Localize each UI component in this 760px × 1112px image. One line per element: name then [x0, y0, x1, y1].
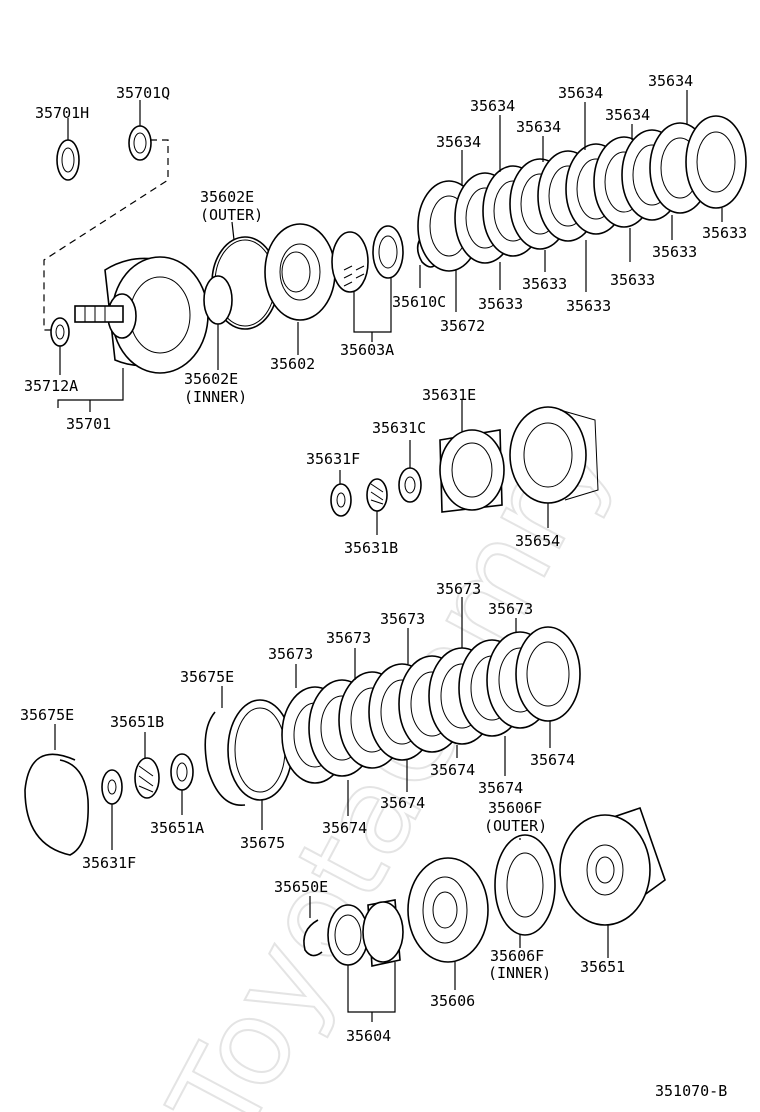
- part-35651B-bearing: [134, 757, 160, 799]
- label-35633-d: 35633: [610, 271, 655, 289]
- part-35602E-inner-ring: [203, 275, 233, 325]
- label-35651B: 35651B: [110, 713, 164, 731]
- part-35603A-spring-retainer: [331, 231, 369, 293]
- label-35606F-inner-note: (INNER): [488, 964, 551, 982]
- label-35633-c: 35633: [566, 297, 611, 315]
- part-35712A-bushing: [50, 317, 70, 347]
- label-35654: 35654: [515, 532, 560, 550]
- label-35602E-outer-note: (OUTER): [200, 206, 263, 224]
- part-35631E-hub: [439, 429, 505, 513]
- label-35650E: 35650E: [274, 878, 328, 896]
- label-35634-f: 35634: [648, 72, 693, 90]
- clutch-pack-top: [417, 115, 747, 272]
- part-35675E-snap-ring: [24, 753, 89, 856]
- label-35701Q: 35701Q: [116, 84, 170, 102]
- label-35606: 35606: [430, 992, 475, 1010]
- label-35634-c: 35634: [516, 118, 561, 136]
- label-35675E-a: 35675E: [20, 706, 74, 724]
- part-35651-drum: [559, 806, 666, 926]
- part-35651A-washer: [170, 753, 194, 791]
- part-35631C-washer: [398, 467, 422, 503]
- label-35634-a: 35634: [436, 133, 481, 151]
- label-35633-b: 35633: [522, 275, 567, 293]
- part-35650E-snap-ring: [303, 919, 323, 957]
- part-35631B-bearing: [366, 478, 388, 512]
- label-35674-b: 35674: [380, 794, 425, 812]
- part-35654-hub: [509, 406, 599, 504]
- label-35606F-outer: 35606F: [488, 799, 542, 817]
- label-35631E: 35631E: [422, 386, 476, 404]
- label-35603A: 35603A: [340, 341, 394, 359]
- part-35606-unit: [407, 857, 489, 963]
- label-35633-e: 35633: [652, 243, 697, 261]
- label-35631F-bottom: 35631F: [82, 854, 136, 872]
- label-35672: 35672: [440, 317, 485, 335]
- label-35674-d: 35674: [478, 779, 523, 797]
- label-35675E-b: 35675E: [180, 668, 234, 686]
- part-35631F-washer-top: [330, 483, 352, 517]
- label-35712A: 35712A: [24, 377, 78, 395]
- part-35675-plate: [227, 699, 293, 801]
- label-35634-b: 35634: [470, 97, 515, 115]
- label-35651: 35651: [580, 958, 625, 976]
- figure-code: 351070-B: [655, 1082, 727, 1100]
- label-35673-b: 35673: [488, 600, 533, 618]
- label-35673-a: 35673: [436, 580, 481, 598]
- label-35674-a: 35674: [322, 819, 367, 837]
- label-35673-c: 35673: [380, 610, 425, 628]
- label-35633-a: 35633: [478, 295, 523, 313]
- label-35634-d: 35634: [558, 84, 603, 102]
- label-35602: 35602: [270, 355, 315, 373]
- label-35701H: 35701H: [35, 104, 89, 122]
- label-35602E-inner-note: (INNER): [184, 388, 247, 406]
- label-35606F-outer-note: (OUTER): [484, 817, 547, 835]
- label-35631C: 35631C: [372, 419, 426, 437]
- part-35701-drum: [74, 256, 209, 374]
- label-35631B: 35631B: [344, 539, 398, 557]
- part-35602-piston: [264, 223, 336, 321]
- label-35602E-outer: 35602E: [200, 188, 254, 206]
- part-35603A-spring-ring: [372, 225, 404, 279]
- part-35631F-washer-bottom: [101, 769, 123, 805]
- label-35606F-inner: 35606F: [490, 947, 544, 965]
- label-35651A: 35651A: [150, 819, 204, 837]
- label-35631F-top: 35631F: [306, 450, 360, 468]
- label-35604: 35604: [346, 1027, 391, 1045]
- label-35674-c: 35674: [430, 761, 475, 779]
- label-35602E-inner: 35602E: [184, 370, 238, 388]
- part-35701H-washer: [56, 139, 80, 181]
- label-35610C: 35610C: [392, 293, 446, 311]
- label-35701: 35701: [66, 415, 111, 433]
- label-35633-f: 35633: [702, 224, 747, 242]
- label-35674-e: 35674: [530, 751, 575, 769]
- label-35634-e: 35634: [605, 106, 650, 124]
- label-35673-e: 35673: [268, 645, 313, 663]
- part-35604-clutch: [327, 899, 404, 967]
- part-35701Q-washer: [128, 125, 152, 161]
- clutch-pack-lower: [281, 626, 581, 784]
- label-35673-d: 35673: [326, 629, 371, 647]
- label-35675: 35675: [240, 834, 285, 852]
- dashed-leader: [43, 139, 169, 331]
- part-35606F-ring: [494, 834, 556, 936]
